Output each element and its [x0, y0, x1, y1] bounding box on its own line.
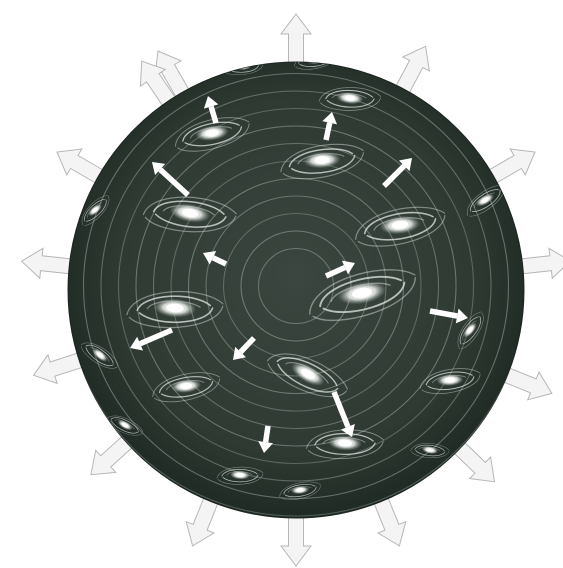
expanding-universe-diagram: [0, 0, 563, 568]
